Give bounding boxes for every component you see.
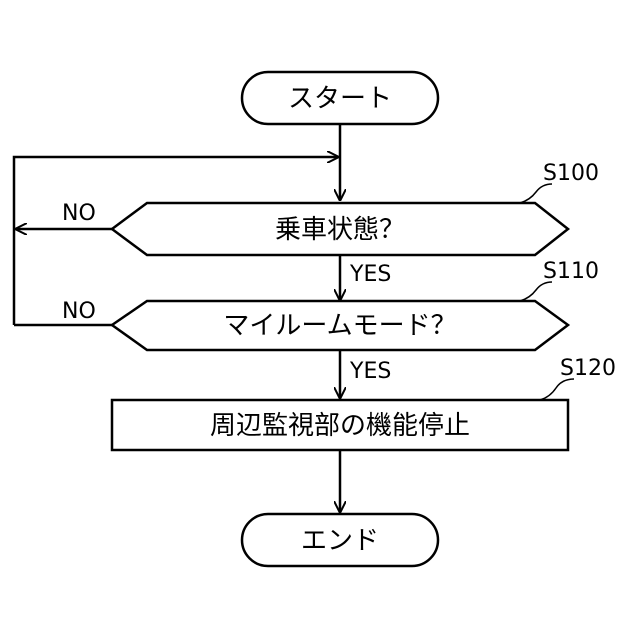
decision1-hexagon: 乗車状態？	[112, 203, 568, 255]
process1-step-label: S120	[560, 356, 616, 381]
decision2-hexagon: マイルームモード？	[112, 301, 568, 350]
decision2-no-label: NO	[62, 299, 96, 324]
start-label: スタート	[288, 84, 392, 114]
process1-box: 周辺監視部の機能停止	[112, 400, 568, 450]
decision2-step-leader	[520, 282, 552, 301]
decision1-step-leader	[520, 184, 552, 203]
decision2-label: マイルームモード？	[223, 311, 456, 341]
process1-label: 周辺監視部の機能停止	[210, 411, 470, 441]
end-label: エンド	[301, 526, 379, 556]
end-terminal: エンド	[242, 514, 438, 566]
decision1-yes-label: YES	[349, 262, 391, 287]
decision2-yes-label: YES	[349, 359, 391, 384]
decision2-step-label: S110	[543, 259, 599, 284]
decision1-step-label: S100	[543, 161, 599, 186]
decision1-no-label: NO	[62, 201, 96, 226]
decision1-label: 乗車状態？	[275, 215, 405, 245]
process1-step-leader	[540, 379, 574, 400]
start-terminal: スタート	[242, 72, 438, 124]
